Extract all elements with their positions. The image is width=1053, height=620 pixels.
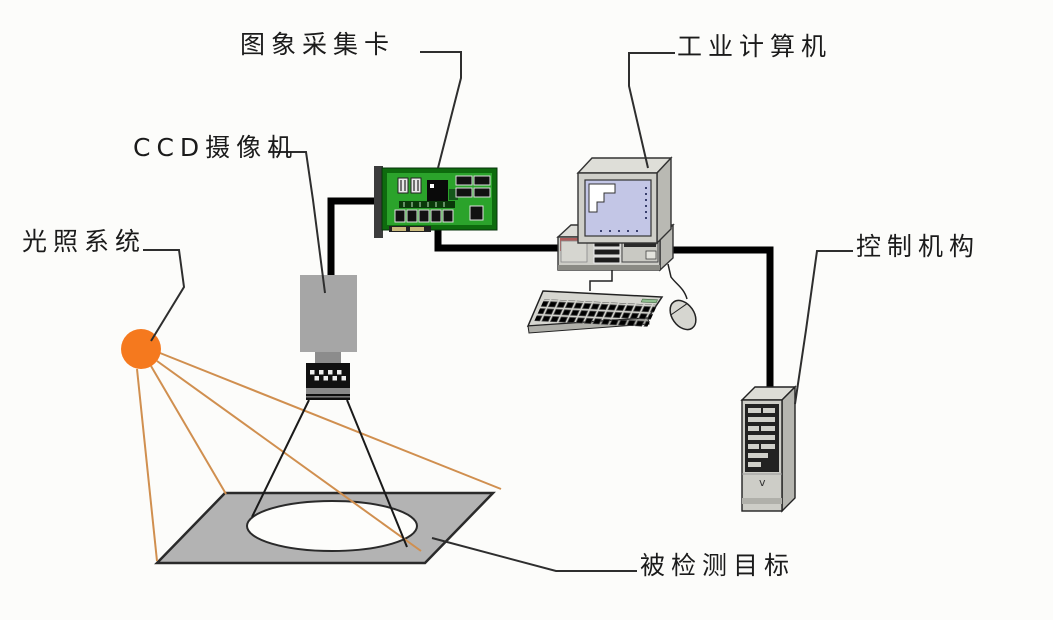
light-ray-1 [136, 368, 158, 562]
cable-card-to-computer [434, 227, 562, 252]
camera-body [300, 275, 357, 352]
card-chip-small-2 [410, 177, 422, 194]
card-mid-strip-pins [403, 202, 445, 207]
mouse-button-divider [670, 303, 688, 316]
monitor-side-face [656, 156, 672, 245]
light-rays [136, 352, 502, 562]
cable-card-to-camera [327, 197, 383, 278]
card-main-chip-dot [430, 184, 434, 188]
screen-menu-dots [600, 187, 647, 232]
card-memory-row [394, 209, 454, 223]
keyboard [526, 270, 664, 334]
cone-right-edge [346, 399, 408, 548]
card-corner-chip [469, 205, 484, 221]
cable-computer-to-tower [666, 246, 774, 398]
mouse [667, 263, 697, 331]
lens-focus-ring [306, 388, 350, 394]
label-capture-card: 图象采集卡 [240, 30, 396, 59]
industrial-computer [526, 156, 697, 334]
camera-neck [315, 352, 341, 363]
cone-left-edge [251, 399, 310, 518]
leader-capture-card [420, 51, 462, 169]
card-chip-small-1 [397, 177, 409, 194]
monitor [576, 156, 673, 245]
signal-cables [327, 197, 774, 398]
card-connectors [455, 175, 491, 198]
tower-drive-slots [748, 408, 775, 467]
case-cd-slot [624, 241, 656, 247]
camera-lens [306, 363, 350, 400]
camera-view-cone [251, 399, 408, 548]
leader-ccd-camera [269, 151, 326, 294]
label-ccd-camera: CCD摄像机 [133, 133, 299, 162]
tower-mark: v [759, 476, 766, 489]
ccd-camera [300, 275, 357, 400]
keyboard-cable [589, 270, 613, 291]
card-bracket [374, 166, 383, 238]
case-left-panel [560, 240, 588, 263]
label-control-mechanism: 控制机构 [856, 232, 981, 261]
label-industrial-computer: 工业计算机 [677, 32, 833, 61]
label-lighting-system: 光照系统 [22, 227, 147, 256]
image-capture-card [374, 166, 498, 238]
card-mid-strip [399, 201, 455, 208]
lens-checker-band [310, 370, 346, 381]
mouse-cable [667, 263, 688, 300]
card-edge-finger-1 [392, 227, 406, 231]
control-tower: v [740, 385, 797, 513]
light-ray-2 [150, 365, 227, 495]
leader-lighting-system [143, 249, 186, 342]
target-platform [154, 491, 496, 565]
case-bottom-strip [558, 265, 660, 270]
leader-industrial-computer [628, 52, 675, 169]
light-spot-ellipse [246, 500, 418, 552]
mouse-body [669, 299, 697, 331]
leader-lines [143, 51, 853, 572]
light-source [121, 329, 161, 369]
lens-bottom-line [306, 396, 350, 398]
keyboard-indicator-lights [640, 298, 658, 304]
leader-control-mechanism [794, 250, 853, 405]
case-floppy-bays [593, 240, 621, 264]
card-edge-finger-2 [410, 227, 424, 231]
light-ray-4 [159, 352, 502, 490]
monitor-top-face [576, 157, 673, 174]
screen-window [588, 183, 616, 213]
label-inspection-target: 被检测目标 [640, 551, 796, 580]
card-block [449, 189, 458, 200]
tower-side-face [781, 385, 796, 513]
case-cd-button [645, 250, 657, 260]
card-main-chip [427, 180, 448, 204]
leader-inspection-target [431, 537, 637, 572]
light-ray-3 [156, 360, 422, 552]
keyboard-keys [534, 299, 658, 327]
tower-bottom-strip [742, 498, 782, 504]
